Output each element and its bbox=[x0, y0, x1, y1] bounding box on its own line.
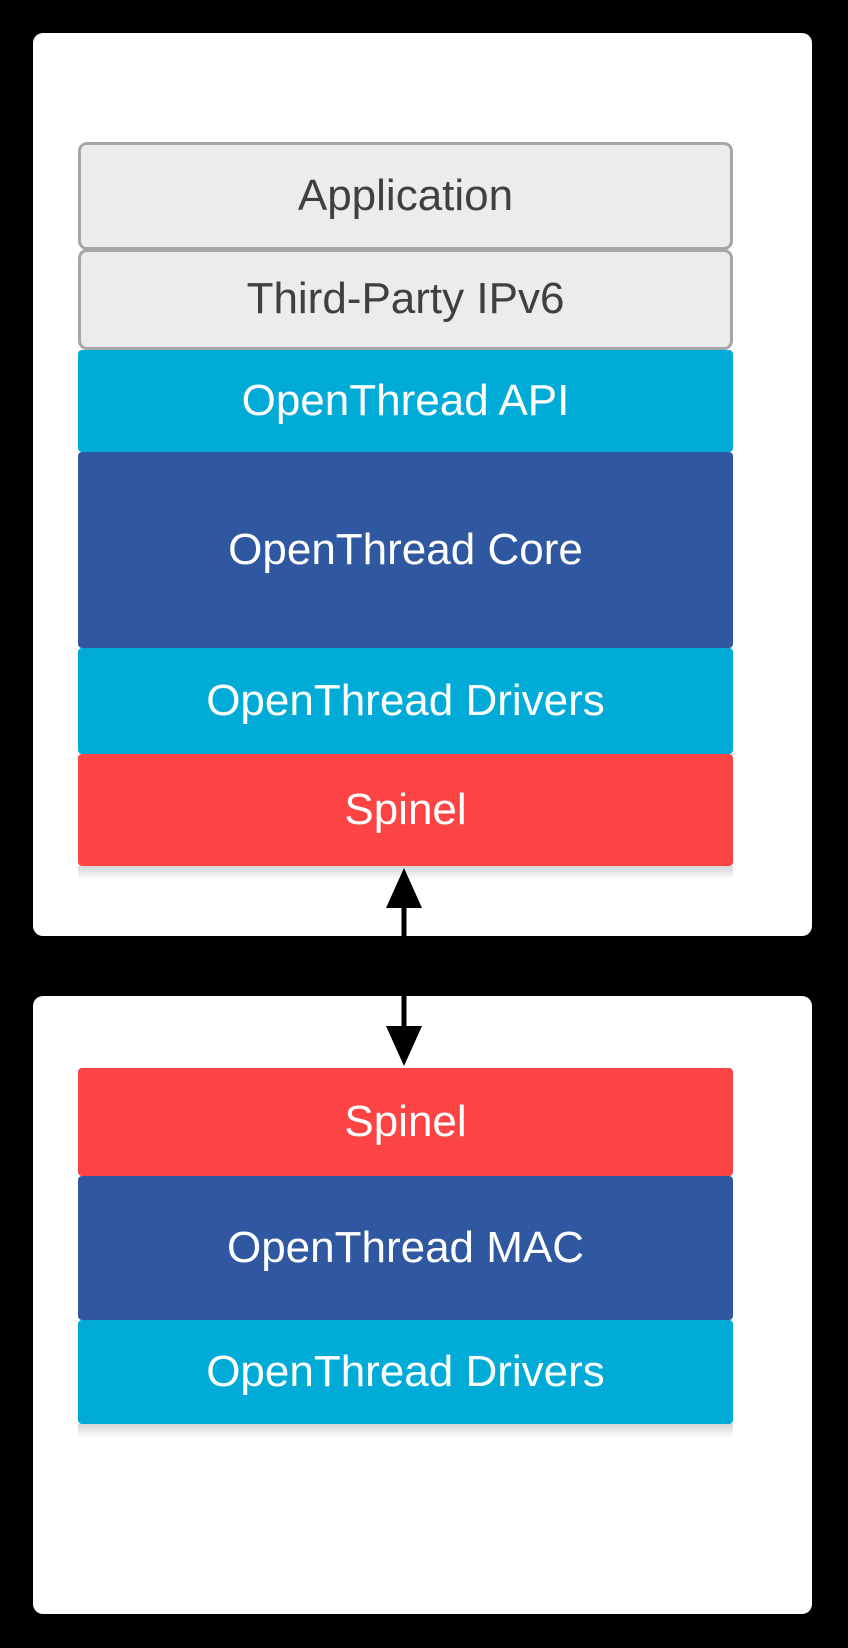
layer-label: OpenThread Drivers bbox=[206, 675, 605, 725]
layer-label: Third-Party IPv6 bbox=[246, 274, 565, 324]
layer-label: OpenThread API bbox=[241, 375, 570, 425]
layer-third-party-ipv6: Third-Party IPv6 bbox=[78, 249, 733, 350]
stack-shadow-soc bbox=[78, 1424, 733, 1438]
layer-spinel-soc: Spinel bbox=[78, 1068, 733, 1176]
layer-label: Spinel bbox=[344, 784, 467, 834]
layer-openthread-api: OpenThread API bbox=[78, 350, 733, 452]
layer-openthread-drivers-soc: OpenThread Drivers bbox=[78, 1320, 733, 1424]
layer-openthread-core: OpenThread Core bbox=[78, 452, 733, 648]
layer-label: Application bbox=[297, 170, 514, 220]
layer-label: OpenThread Drivers bbox=[206, 1346, 605, 1396]
layer-openthread-mac: OpenThread MAC bbox=[78, 1176, 733, 1320]
layer-spinel-host: Spinel bbox=[78, 754, 733, 866]
layer-label: OpenThread MAC bbox=[226, 1222, 585, 1272]
layer-application: Application bbox=[78, 142, 733, 250]
layer-stack-host-processor: Application Third-Party IPv6 OpenThread … bbox=[78, 142, 733, 866]
layer-openthread-drivers-host: OpenThread Drivers bbox=[78, 648, 733, 754]
layer-label: OpenThread Core bbox=[228, 524, 583, 574]
layer-stack-soc: Spinel OpenThread MAC OpenThread Drivers bbox=[78, 1068, 733, 1424]
layer-label: Spinel bbox=[344, 1096, 467, 1146]
stack-shadow-host bbox=[78, 866, 733, 880]
